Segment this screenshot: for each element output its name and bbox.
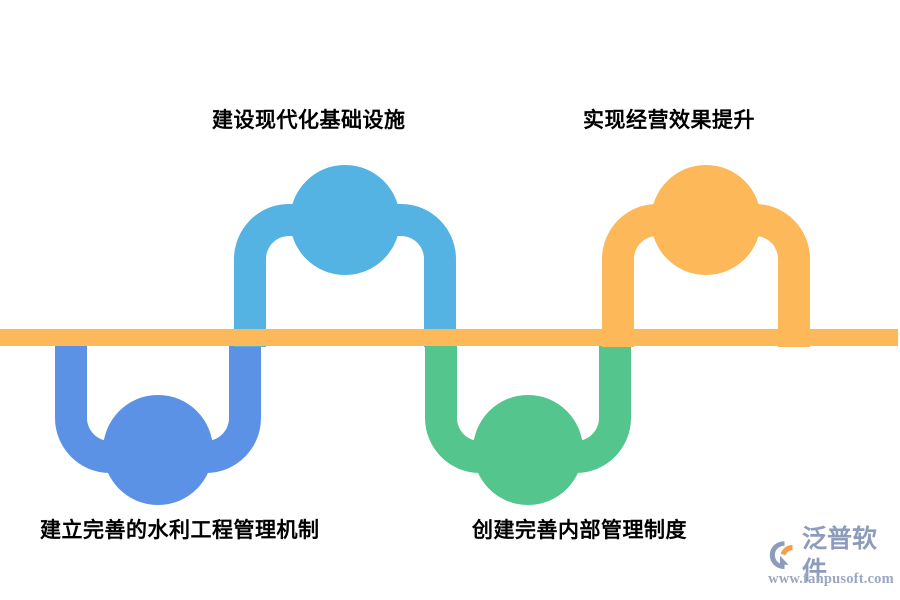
node-2-shape[interactable] xyxy=(234,165,456,347)
watermark-logo: 泛普软件 www.fanpusoft.com xyxy=(768,525,894,594)
node-1-label: 建立完善的水利工程管理机制 xyxy=(40,519,320,542)
node-2-label: 建设现代化基础设施 xyxy=(212,109,406,132)
node-1-circle xyxy=(103,395,213,505)
node-4-shape[interactable] xyxy=(602,165,810,347)
logo-row: 泛普软件 xyxy=(768,525,894,585)
timeline-axis xyxy=(0,329,898,346)
brand-url: www.fanpusoft.com xyxy=(768,571,894,587)
node-4-label: 实现经营效果提升 xyxy=(583,109,755,132)
node-1-shape[interactable] xyxy=(55,330,261,505)
fanpu-logo-icon xyxy=(769,541,793,569)
node-3-label: 创建完善内部管理制度 xyxy=(472,519,687,542)
node-2-circle xyxy=(290,165,400,275)
node-3-circle xyxy=(473,395,583,505)
node-4-circle xyxy=(651,165,761,275)
node-3-shape[interactable] xyxy=(425,330,631,505)
brand-name: 泛普软件 xyxy=(802,525,878,585)
